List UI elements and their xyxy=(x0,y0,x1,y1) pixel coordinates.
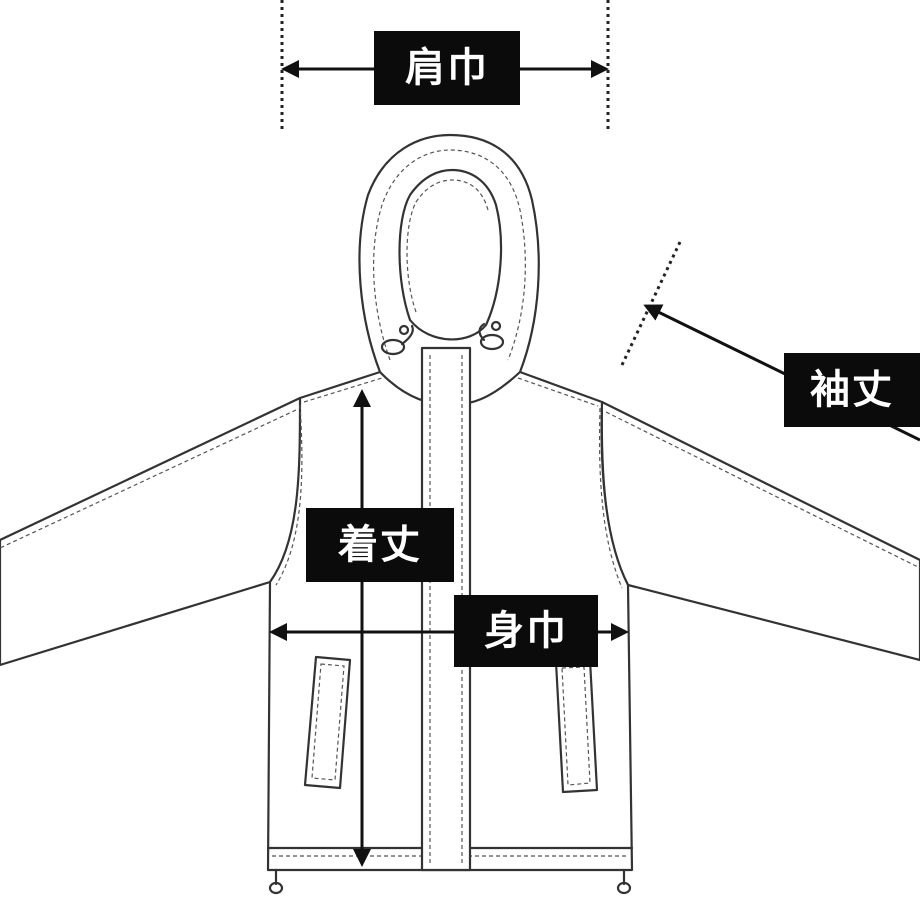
right-pocket-stitch xyxy=(561,666,591,786)
body-length-label: 着丈 xyxy=(306,508,454,582)
left-armhole-stitch xyxy=(275,404,303,586)
right-pocket xyxy=(554,658,599,794)
hood-opening xyxy=(398,168,503,341)
hood-drawcord-right-icon xyxy=(478,320,505,351)
shoulder-width-label: 肩巾 xyxy=(374,31,520,105)
hood-drawcord-left-icon xyxy=(380,324,414,356)
left-sleeve xyxy=(0,396,303,667)
hood-opening-stitch xyxy=(406,179,489,313)
left-pocket xyxy=(303,655,352,790)
sleeve-guide xyxy=(620,241,682,366)
right-sleeve xyxy=(600,400,920,662)
right-armhole-stitch xyxy=(598,407,623,589)
hem-cord-left-icon xyxy=(268,868,284,895)
right-sleeve-stitch xyxy=(605,411,920,569)
body-width-label: 身巾 xyxy=(454,595,598,667)
left-sleeve-stitch xyxy=(0,409,297,549)
sleeve-length-label: 袖丈 xyxy=(784,353,920,427)
hem-cord-right-icon xyxy=(616,868,632,895)
shoulder-seam-stitch xyxy=(303,377,599,407)
hood-stitch xyxy=(373,149,526,361)
left-pocket-stitch xyxy=(311,663,345,781)
